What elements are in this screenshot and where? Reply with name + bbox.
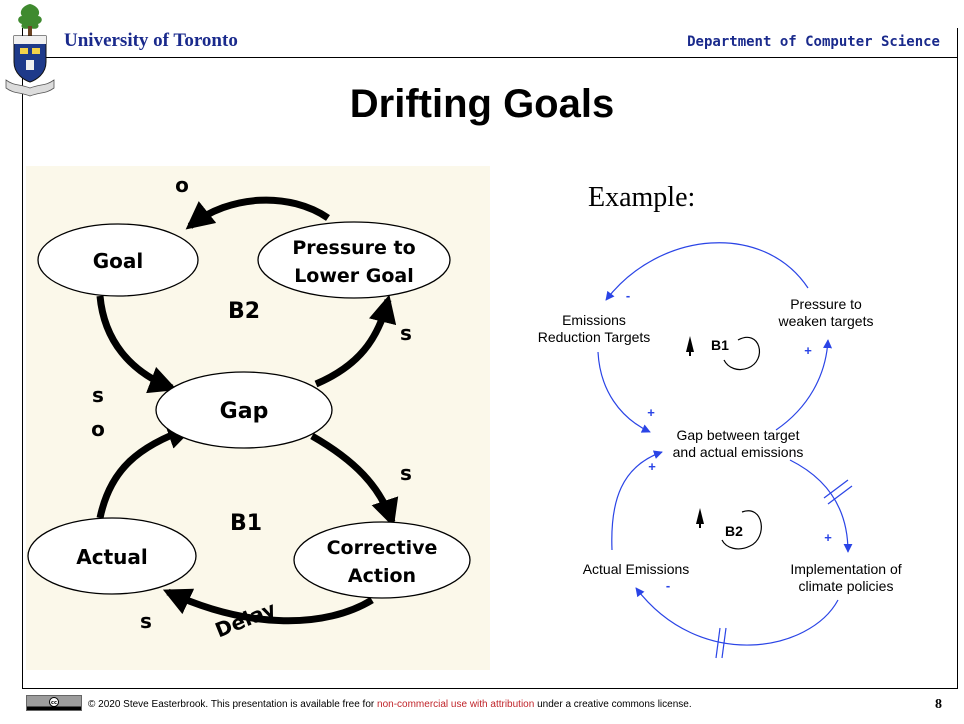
delay-mark-1b bbox=[827, 485, 853, 505]
link-gap-to-impl bbox=[789, 459, 853, 553]
polarity-gap-to-pressure: s bbox=[400, 321, 412, 345]
node-pressure-ellipse bbox=[257, 221, 451, 299]
node-actual-ellipse bbox=[27, 517, 197, 595]
node-actual-emissions: Actual Emissions bbox=[583, 561, 690, 577]
loop-b2-arrow-stem bbox=[699, 522, 701, 528]
link-actual-to-gap bbox=[611, 450, 663, 551]
loop-label-b1: B1 bbox=[230, 511, 262, 536]
cc-icon: cc bbox=[27, 697, 81, 710]
node-gap-2: and actual emissions bbox=[673, 444, 804, 460]
node-emissions-targets-2: Reduction Targets bbox=[538, 329, 651, 345]
node-goal-label: Goal bbox=[93, 249, 144, 273]
link-pressure-to-targets bbox=[605, 242, 809, 301]
loop-b2-arc bbox=[721, 510, 762, 550]
footer-text-before: © 2020 Steve Easterbrook. This presentat… bbox=[88, 699, 378, 710]
university-title: University of Toronto bbox=[64, 30, 238, 51]
polarity-actual-to-gap: o bbox=[91, 417, 105, 441]
loop-b1-arc bbox=[723, 336, 760, 371]
loop-label-b2-right: B2 bbox=[725, 523, 743, 539]
node-goal-ellipse bbox=[37, 223, 199, 297]
delay-mark-2b bbox=[721, 627, 727, 659]
arrow-corrective-to-actual bbox=[162, 588, 374, 625]
arrow-gap-to-pressure bbox=[314, 294, 397, 388]
polarity-goal-to-gap: s bbox=[92, 383, 104, 407]
loop-b1-arrow-stem bbox=[689, 350, 691, 356]
delay-mark-1a bbox=[823, 479, 849, 499]
footer-license-text: © 2020 Steve Easterbrook. This presentat… bbox=[88, 699, 692, 710]
node-gap-1: Gap between target bbox=[677, 427, 800, 443]
polarity-gap-to-pressure-right: + bbox=[804, 343, 812, 358]
node-pressure-label-1: Pressure to bbox=[292, 237, 415, 259]
link-impl-to-actual bbox=[635, 587, 839, 646]
creative-commons-badge: cc bbox=[26, 695, 82, 711]
node-gap-ellipse bbox=[155, 371, 333, 449]
polarity-actual-to-gap-right: + bbox=[648, 459, 656, 474]
delay-mark-2a bbox=[715, 627, 721, 659]
loop-label-b1-right: B1 bbox=[711, 337, 729, 353]
loop-b1-arrowhead bbox=[686, 336, 694, 352]
node-corrective-ellipse bbox=[293, 521, 471, 599]
slide-frame bbox=[22, 28, 958, 688]
node-actual-label: Actual bbox=[76, 545, 147, 569]
page-number: 8 bbox=[935, 697, 942, 712]
footer-rule bbox=[22, 688, 958, 689]
node-gap-label: Gap bbox=[220, 399, 269, 424]
node-pressure-label-2: Lower Goal bbox=[294, 265, 414, 287]
arrow-gap-to-corrective bbox=[310, 432, 399, 528]
link-gap-to-pressure bbox=[775, 339, 833, 431]
node-pressure-weaken-1: Pressure to bbox=[790, 296, 862, 312]
polarity-gap-to-corrective: s bbox=[400, 461, 412, 485]
header-rule bbox=[22, 57, 958, 58]
polarity-targets-to-gap: + bbox=[647, 405, 655, 420]
polarity-pressure-to-goal: o bbox=[175, 173, 189, 197]
footer-license-link[interactable]: non-commercial use with attribution bbox=[377, 699, 535, 710]
example-label: Example: bbox=[588, 182, 696, 213]
department-title: Department of Computer Science bbox=[687, 34, 940, 50]
link-targets-to-gap bbox=[597, 351, 651, 433]
polarity-gap-to-impl: + bbox=[824, 530, 832, 545]
node-corrective-label-1: Corrective bbox=[327, 537, 438, 559]
polarity-corrective-to-actual: s bbox=[140, 609, 152, 633]
university-crest-logo bbox=[5, 4, 55, 97]
node-implementation-2: climate policies bbox=[799, 578, 894, 594]
node-emissions-targets-1: Emissions bbox=[562, 312, 626, 328]
polarity-impl-to-actual: - bbox=[666, 578, 670, 593]
arrow-actual-to-gap bbox=[96, 422, 196, 519]
node-corrective-label-2: Action bbox=[348, 565, 416, 587]
slide-title: Drifting Goals bbox=[349, 82, 615, 126]
footer-text-after: under a creative commons license. bbox=[534, 699, 692, 710]
arrow-goal-to-gap bbox=[96, 295, 178, 394]
svg-text:cc: cc bbox=[51, 700, 57, 706]
arrow-pressure-to-goal bbox=[185, 196, 330, 230]
loop-label-b2: B2 bbox=[228, 299, 260, 324]
node-implementation-1: Implementation of bbox=[790, 561, 901, 577]
node-pressure-weaken-2: weaken targets bbox=[778, 313, 874, 329]
loop-b2-arrowhead bbox=[696, 508, 704, 524]
polarity-pressure-to-targets: - bbox=[626, 288, 630, 303]
